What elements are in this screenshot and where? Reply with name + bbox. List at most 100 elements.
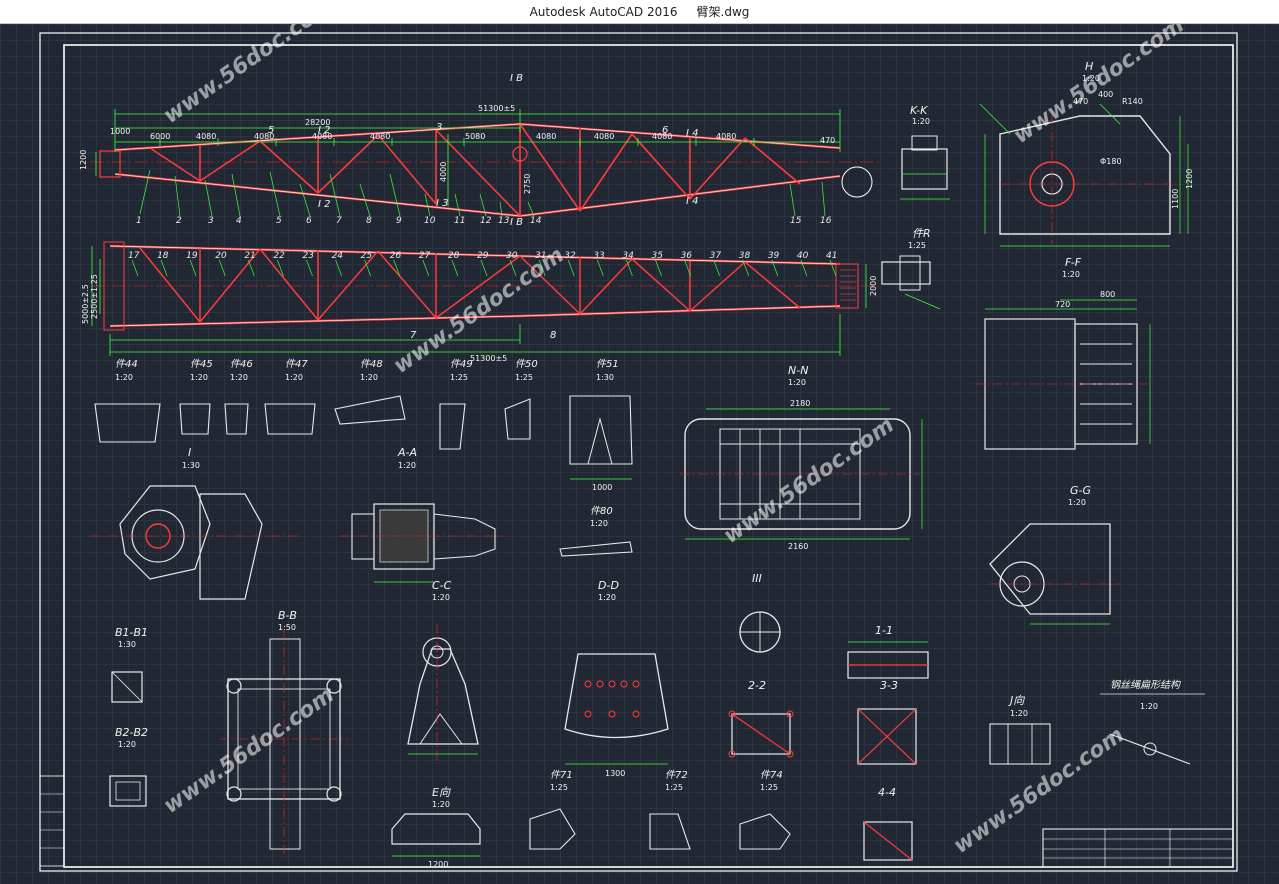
section-marker-b: I B [510, 217, 523, 228]
part-number: 4 [236, 216, 242, 226]
main-plan-view[interactable]: 51300±5 5000±2.5 2500±1.25 2000 7 8 [81, 241, 880, 363]
ff-dim: 800 [1100, 290, 1115, 299]
part-number: 38 [739, 251, 751, 261]
part-scale: 1:20 [285, 373, 303, 382]
leader-line [451, 259, 459, 277]
rope-detail-view[interactable]: 钢丝绳扁形结构 1:20 [1100, 679, 1205, 765]
leader-line [393, 259, 401, 277]
leader-line [218, 259, 226, 277]
detail-aa-title: A-A [397, 446, 417, 459]
detail-h-title: H [1085, 60, 1093, 73]
part-scale: 1:25 [515, 373, 533, 382]
detail-e-view[interactable]: E向 1:20 1200 [391, 786, 481, 869]
detail-bb-view[interactable]: B-B 1:50 [220, 609, 348, 854]
leader-line [277, 259, 284, 277]
part-number: 14 [530, 216, 542, 226]
main-bottom-total-dim: 51300±5 [470, 354, 507, 363]
detail-aa-scale: 1:20 [398, 461, 416, 470]
part-title: 件49 [450, 358, 473, 370]
section-1-1-view[interactable]: 1-1 [847, 624, 929, 679]
part-number: 34 [622, 251, 634, 261]
detail-i-view[interactable]: I 1:30 [90, 446, 300, 600]
detail-kk-scale: 1:20 [912, 117, 930, 126]
small-parts-row[interactable]: 件44 1:20 件45 1:20 件46 1:20 件47 1:20 件48 … [94, 358, 633, 557]
detail-b2-scale: 1:20 [118, 740, 136, 749]
part-number: 3 [208, 216, 214, 226]
detail-dd-view[interactable]: D-D 1:20 1300 [564, 579, 669, 778]
section-label: I 2 [318, 199, 331, 210]
plan-left-height-dim: 5000±2.5 [81, 284, 90, 324]
part-number: 24 [332, 251, 344, 261]
detail-b1-view[interactable]: B1-B1 1:30 [111, 626, 148, 703]
watermark-text: www.56doc.com [1009, 24, 1189, 149]
section-3-3-title: 3-3 [880, 679, 898, 692]
part-number: 30 [506, 251, 518, 261]
e-dim: 1200 [428, 860, 448, 869]
part-number: 8 [366, 216, 372, 226]
segment-dim: 4080 [370, 132, 390, 141]
detail-kk-title: K-K [910, 104, 928, 117]
detail-pr-view[interactable]: 件R 1:25 [881, 227, 941, 310]
detail-h-view[interactable]: H 1:20 470 R140 400 1200 1100 Φ180 [979, 60, 1194, 247]
section-3-3-view[interactable]: 3-3 [857, 679, 917, 765]
detail-ff-view[interactable]: F-F 1:20 800 720 [975, 256, 1151, 450]
detail-kk-view[interactable]: K-K 1:20 [900, 104, 950, 200]
leader-line [771, 259, 779, 277]
section-2-2-view[interactable]: 2-2 [728, 679, 794, 758]
h-dim: 470 [1073, 97, 1088, 106]
leader-line [684, 259, 691, 277]
h-dim: Φ180 [1100, 157, 1122, 166]
part-number: 5 [276, 216, 282, 226]
part-title: 件72 [665, 769, 688, 781]
leader-line [364, 259, 371, 277]
h-dim: R140 [1122, 97, 1143, 106]
part-number: 41 [826, 251, 837, 261]
detail-j-view[interactable]: J向 1:20 [989, 694, 1051, 765]
drawing-canvas[interactable]: 51300±5 28200 6000 4080 4080 4080 4080 5… [0, 24, 1279, 884]
detail-nn-view[interactable]: N-N 1:20 2180 2160 [680, 364, 923, 551]
part-number: 17 [128, 251, 140, 261]
detail-b2-view[interactable]: B2-B2 1:20 [109, 726, 148, 807]
small-parts-bottom[interactable]: 件71 1:25 件72 1:25 件74 1:25 [529, 769, 791, 850]
main-top-total-dim: 51300±5 [478, 104, 515, 113]
part-scale: 1:20 [230, 373, 248, 382]
part-number: 36 [681, 251, 693, 261]
detail-e-scale: 1:20 [432, 800, 450, 809]
detail-cc-view[interactable]: C-C 1:20 [407, 579, 479, 764]
part-number: 18 [157, 251, 169, 261]
title-block[interactable] [1042, 828, 1234, 868]
leader-line [131, 259, 139, 277]
detail-pr-title: 件R [912, 227, 931, 240]
ff-dim: 720 [1055, 300, 1070, 309]
section-4-4-view[interactable]: 4-4 [863, 786, 913, 861]
detail-gg-scale: 1:20 [1068, 498, 1086, 507]
detail-b1-scale: 1:30 [118, 640, 136, 649]
detail-aa-view[interactable]: A-A 1:20 [340, 446, 505, 583]
part-scale: 1:25 [665, 783, 683, 792]
section-label: I 3 [436, 198, 449, 209]
part-number: 13 [498, 216, 510, 226]
part-title: 件46 [230, 358, 253, 370]
detail-gg-view[interactable]: G-G 1:20 [989, 484, 1120, 625]
h-dim: 400 [1098, 90, 1113, 99]
detail-iii-view[interactable]: III [739, 572, 781, 653]
revision-table[interactable] [39, 775, 65, 867]
cad-drawing[interactable]: 51300±5 28200 6000 4080 4080 4080 4080 5… [0, 24, 1279, 884]
leader-line [160, 259, 168, 277]
detail-dd-scale: 1:20 [598, 593, 616, 602]
dd-dim: 1300 [605, 769, 625, 778]
part-number: 12 [480, 216, 492, 226]
section-2-2-title: 2-2 [748, 679, 766, 692]
leader-line [422, 259, 430, 277]
nn-dim: 2180 [790, 399, 810, 408]
part-number: 1 [136, 216, 142, 226]
part-number: 33 [593, 251, 605, 261]
main-elevation-view[interactable]: 51300±5 28200 6000 4080 4080 4080 4080 5… [79, 73, 880, 228]
part-number: 27 [419, 251, 431, 261]
nn-dim: 2160 [788, 542, 808, 551]
leader-line [626, 259, 633, 277]
detail-e-title: E向 [432, 786, 451, 799]
part-scale: 1:20 [360, 373, 378, 382]
part-scale: 1:20 [190, 373, 208, 382]
leader-line [335, 259, 342, 277]
